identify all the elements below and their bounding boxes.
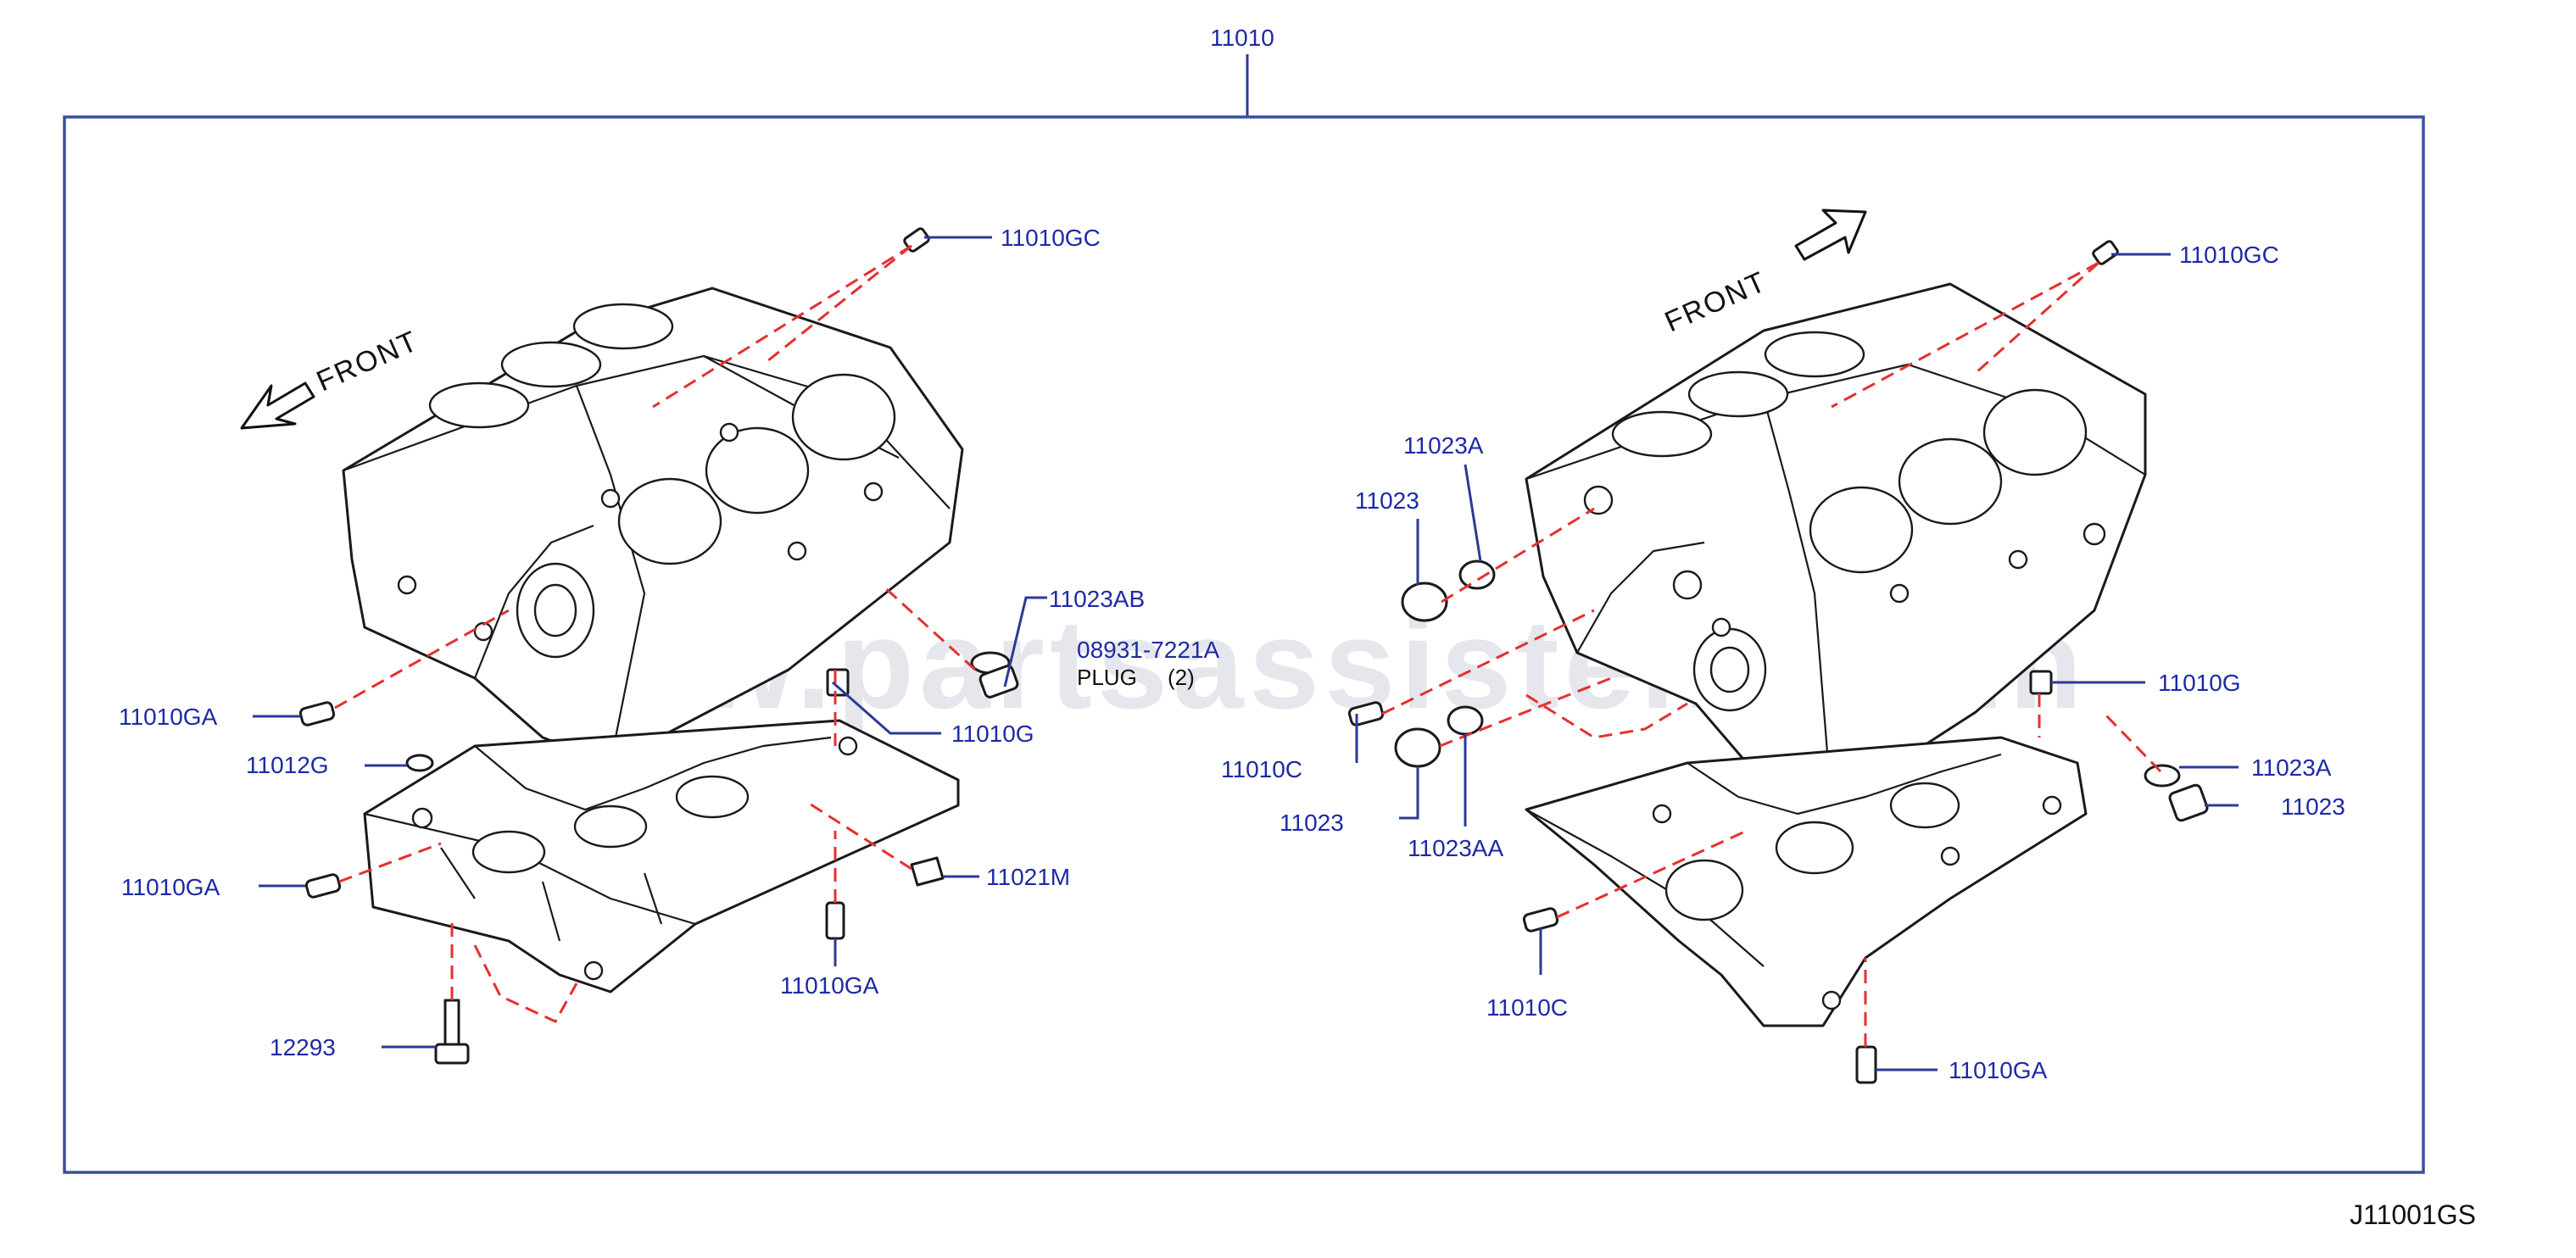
left-plug-quantity: (2) — [1168, 665, 1195, 690]
left-dashed-assembly-lines — [334, 244, 977, 1023]
right-view: FRONT — [1221, 209, 2345, 1084]
left-callout-11023ab[interactable]: 11023AB — [1049, 586, 1145, 612]
right-callout-11010c-upper[interactable]: 11010C — [1221, 756, 1302, 782]
left-callout-12293[interactable]: 12293 — [270, 1034, 336, 1060]
right-plug-11023-upper-part — [1401, 582, 1448, 622]
left-bolt-12293-head — [434, 1043, 470, 1065]
left-dowel-11010ga-upper-part — [298, 701, 336, 726]
left-callout-11010ga-mid[interactable]: 11010GA — [121, 874, 220, 900]
right-callout-11023-lower[interactable]: 11023 — [2281, 793, 2345, 820]
right-leaders — [1355, 253, 2239, 1072]
right-callout-11023aa[interactable]: 11023AA — [1408, 835, 1503, 861]
left-callout-11012g[interactable]: 11012G — [246, 752, 329, 778]
right-callout-11010ga[interactable]: 11010GA — [1949, 1057, 2048, 1083]
left-small-parts — [298, 227, 1019, 1065]
left-leaders — [253, 236, 1047, 1049]
right-upper-block — [1525, 282, 2147, 807]
left-upper-block — [342, 287, 964, 765]
left-front-arrow: FRONT — [240, 325, 424, 430]
left-bolt-12293-shaft — [443, 999, 460, 1051]
right-plug-11023-lower-part — [2168, 783, 2209, 822]
left-callout-11021m[interactable]: 11021M — [986, 864, 1070, 890]
left-lower-case — [363, 719, 960, 994]
right-callout-11023-upper[interactable]: 11023 — [1355, 487, 1419, 514]
right-callout-11010c-lower[interactable]: 11010C — [1486, 994, 1568, 1021]
right-small-parts — [1347, 240, 2209, 1084]
left-callout-11010ga-bottom[interactable]: 11010GA — [780, 972, 879, 999]
left-seal-11012g-part — [405, 754, 434, 772]
right-plug-11023-mid-part — [1394, 727, 1441, 768]
left-front-label: FRONT — [312, 325, 424, 398]
right-front-label: FRONT — [1660, 265, 1772, 338]
diagram-frame — [63, 115, 2425, 1174]
right-callout-11010gc[interactable]: 11010GC — [2179, 242, 2279, 268]
diagram-code: J11001GS — [2350, 1200, 2476, 1230]
left-callout-11010ga-upper[interactable]: 11010GA — [119, 704, 218, 730]
left-dowel-11010ga-bottom-part — [825, 901, 845, 940]
right-lower-case — [1525, 736, 2088, 1027]
right-callout-11023a-upper[interactable]: 11023A — [1403, 432, 1484, 459]
right-dowel-11010gc-part — [2092, 240, 2119, 265]
right-callout-11023-mid[interactable]: 11023 — [1280, 810, 1344, 836]
right-dashed-assembly-lines — [1381, 261, 2162, 1047]
left-dowel-11010ga-mid-part — [304, 873, 342, 899]
left-plug-11021m-part — [910, 856, 945, 887]
left-plug-note: PLUG — [1077, 665, 1137, 690]
left-callout-11010g[interactable]: 11010G — [951, 721, 1034, 747]
right-dowel-11010c-lower-part — [1522, 907, 1559, 932]
assembly-part-number[interactable]: 11010 — [1210, 25, 1274, 51]
left-view: FRONT — [119, 225, 1219, 1065]
left-callout-11010gc[interactable]: 11010GC — [1001, 225, 1101, 251]
right-dowel-11010g-part — [2029, 670, 2053, 695]
left-dowel-11010g-part — [826, 668, 850, 697]
right-callout-11010g[interactable]: 11010G — [2158, 670, 2241, 696]
right-oring-11023aa-part — [1447, 705, 1484, 736]
right-dowel-11010ga-part — [1855, 1045, 1877, 1084]
left-callout-08931-7221a[interactable]: 08931-7221A — [1077, 637, 1219, 663]
right-oring-11023a-lower-part — [2144, 764, 2181, 788]
right-oring-11023a-upper-part — [1458, 559, 1496, 590]
right-callout-11023a-lower[interactable]: 11023A — [2251, 754, 2332, 781]
